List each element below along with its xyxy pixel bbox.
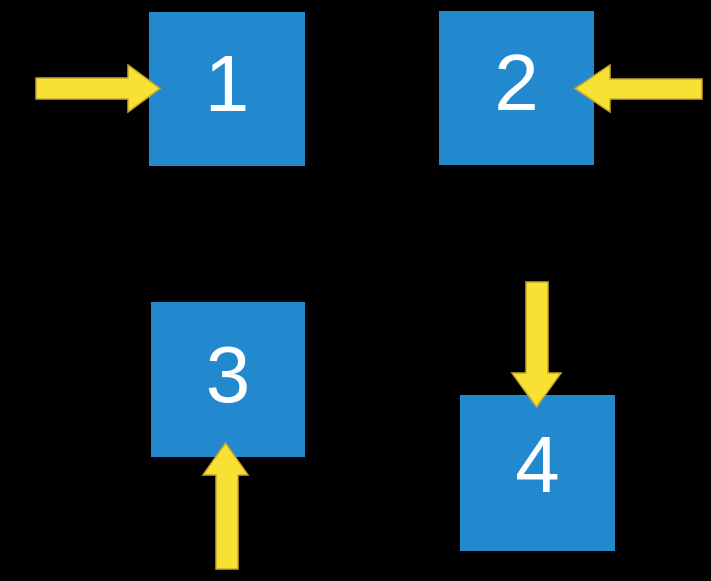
square-4: 4 <box>460 395 615 551</box>
arrow-down-icon <box>510 281 563 409</box>
square-4-label: 4 <box>515 420 560 509</box>
square-3-label: 3 <box>205 329 251 419</box>
arrow-left-icon <box>573 63 703 114</box>
arrow-right-icon <box>35 63 162 114</box>
square-3: 3 <box>151 302 305 457</box>
arrow-up-icon <box>201 441 250 570</box>
square-1-label: 1 <box>204 39 250 128</box>
square-2: 2 <box>439 11 594 165</box>
square-1: 1 <box>149 12 305 166</box>
square-2-label: 2 <box>494 38 539 127</box>
